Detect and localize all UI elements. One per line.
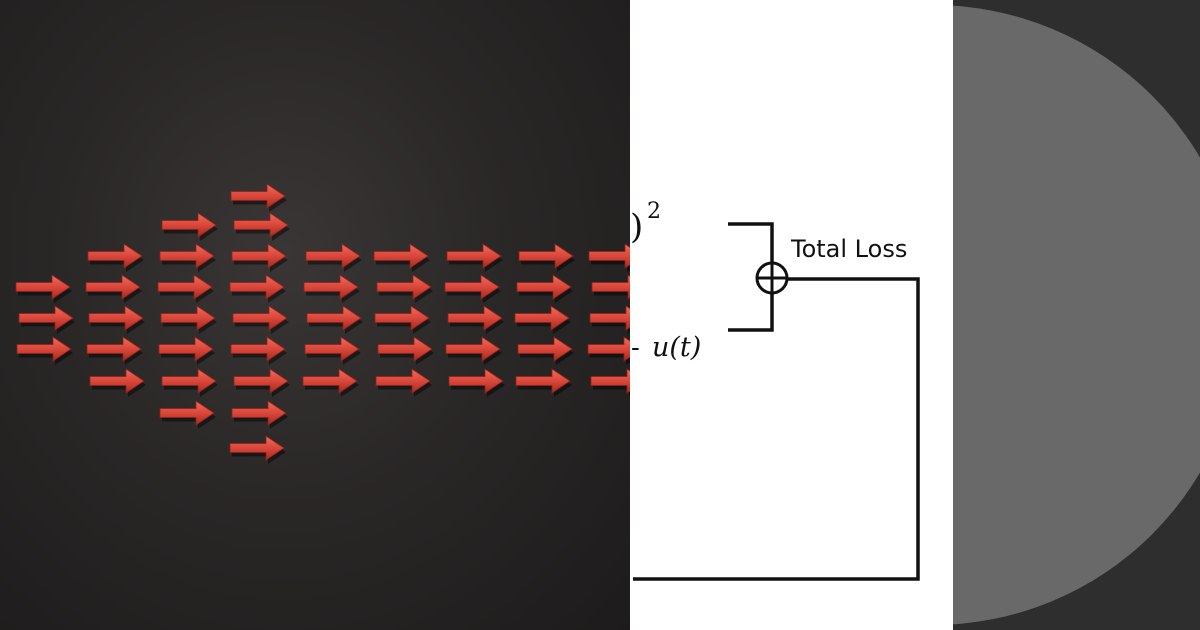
red-arrow — [377, 336, 433, 362]
red-arrow — [589, 305, 630, 331]
red-arrow — [16, 336, 72, 362]
red-arrow — [517, 336, 573, 362]
exponent: 2 — [647, 199, 661, 224]
red-arrow — [376, 274, 432, 300]
red-arrow — [446, 243, 502, 269]
red-arrow — [587, 336, 630, 362]
red-arrow — [158, 336, 214, 362]
red-arrow — [161, 212, 217, 238]
red-arrow — [233, 212, 289, 238]
red-arrow — [15, 274, 71, 300]
red-arrow — [591, 274, 630, 300]
arrows-photo-panel — [0, 0, 630, 630]
minus-term: u(t) — [652, 332, 701, 363]
red-arrow — [229, 435, 285, 461]
red-arrow — [157, 274, 213, 300]
red-arrow — [231, 400, 287, 426]
red-arrow — [444, 274, 500, 300]
red-arrow — [373, 243, 429, 269]
red-arrow — [303, 274, 359, 300]
sum-node-icon — [755, 261, 789, 295]
loss-diagram-panel: ) 2 - u(t) Total Loss — [630, 0, 953, 630]
red-arrow — [588, 243, 630, 269]
top-input-line — [728, 222, 774, 262]
red-arrow — [304, 336, 360, 362]
total-loss-label: Total Loss — [790, 235, 907, 263]
grey-disc — [953, 5, 1200, 625]
red-arrow — [230, 183, 286, 209]
red-arrow — [18, 305, 74, 331]
red-arrow — [159, 243, 215, 269]
arrows-photo — [15, 183, 630, 464]
red-arrow — [86, 336, 142, 362]
red-arrow — [306, 305, 362, 331]
red-arrow — [232, 305, 288, 331]
red-arrow — [161, 368, 217, 394]
red-arrow — [516, 274, 572, 300]
red-arrow — [87, 243, 143, 269]
red-arrow — [302, 368, 358, 394]
red-arrow — [374, 305, 430, 331]
grey-panel — [953, 0, 1200, 630]
red-arrow — [305, 243, 361, 269]
red-arrow — [160, 305, 216, 331]
loss-diagram: ) 2 - u(t) Total Loss — [630, 199, 920, 581]
red-arrow — [448, 368, 504, 394]
red-arrow — [85, 274, 141, 300]
red-arrow — [230, 336, 286, 362]
bottom-input-line — [728, 294, 774, 332]
red-arrow — [88, 305, 144, 331]
red-arrow — [445, 336, 501, 362]
red-arrow — [231, 243, 287, 269]
minus-sign: - — [631, 333, 640, 363]
red-arrow — [447, 305, 503, 331]
red-arrow — [514, 305, 570, 331]
red-arrow — [375, 368, 431, 394]
red-arrow — [229, 274, 285, 300]
red-arrow — [515, 368, 571, 394]
red-arrow — [159, 400, 215, 426]
red-arrow — [89, 368, 145, 394]
red-arrow — [590, 368, 630, 394]
paren-close: ) — [630, 207, 643, 247]
output-line — [633, 277, 920, 581]
red-arrow — [233, 368, 289, 394]
red-arrow — [518, 243, 574, 269]
